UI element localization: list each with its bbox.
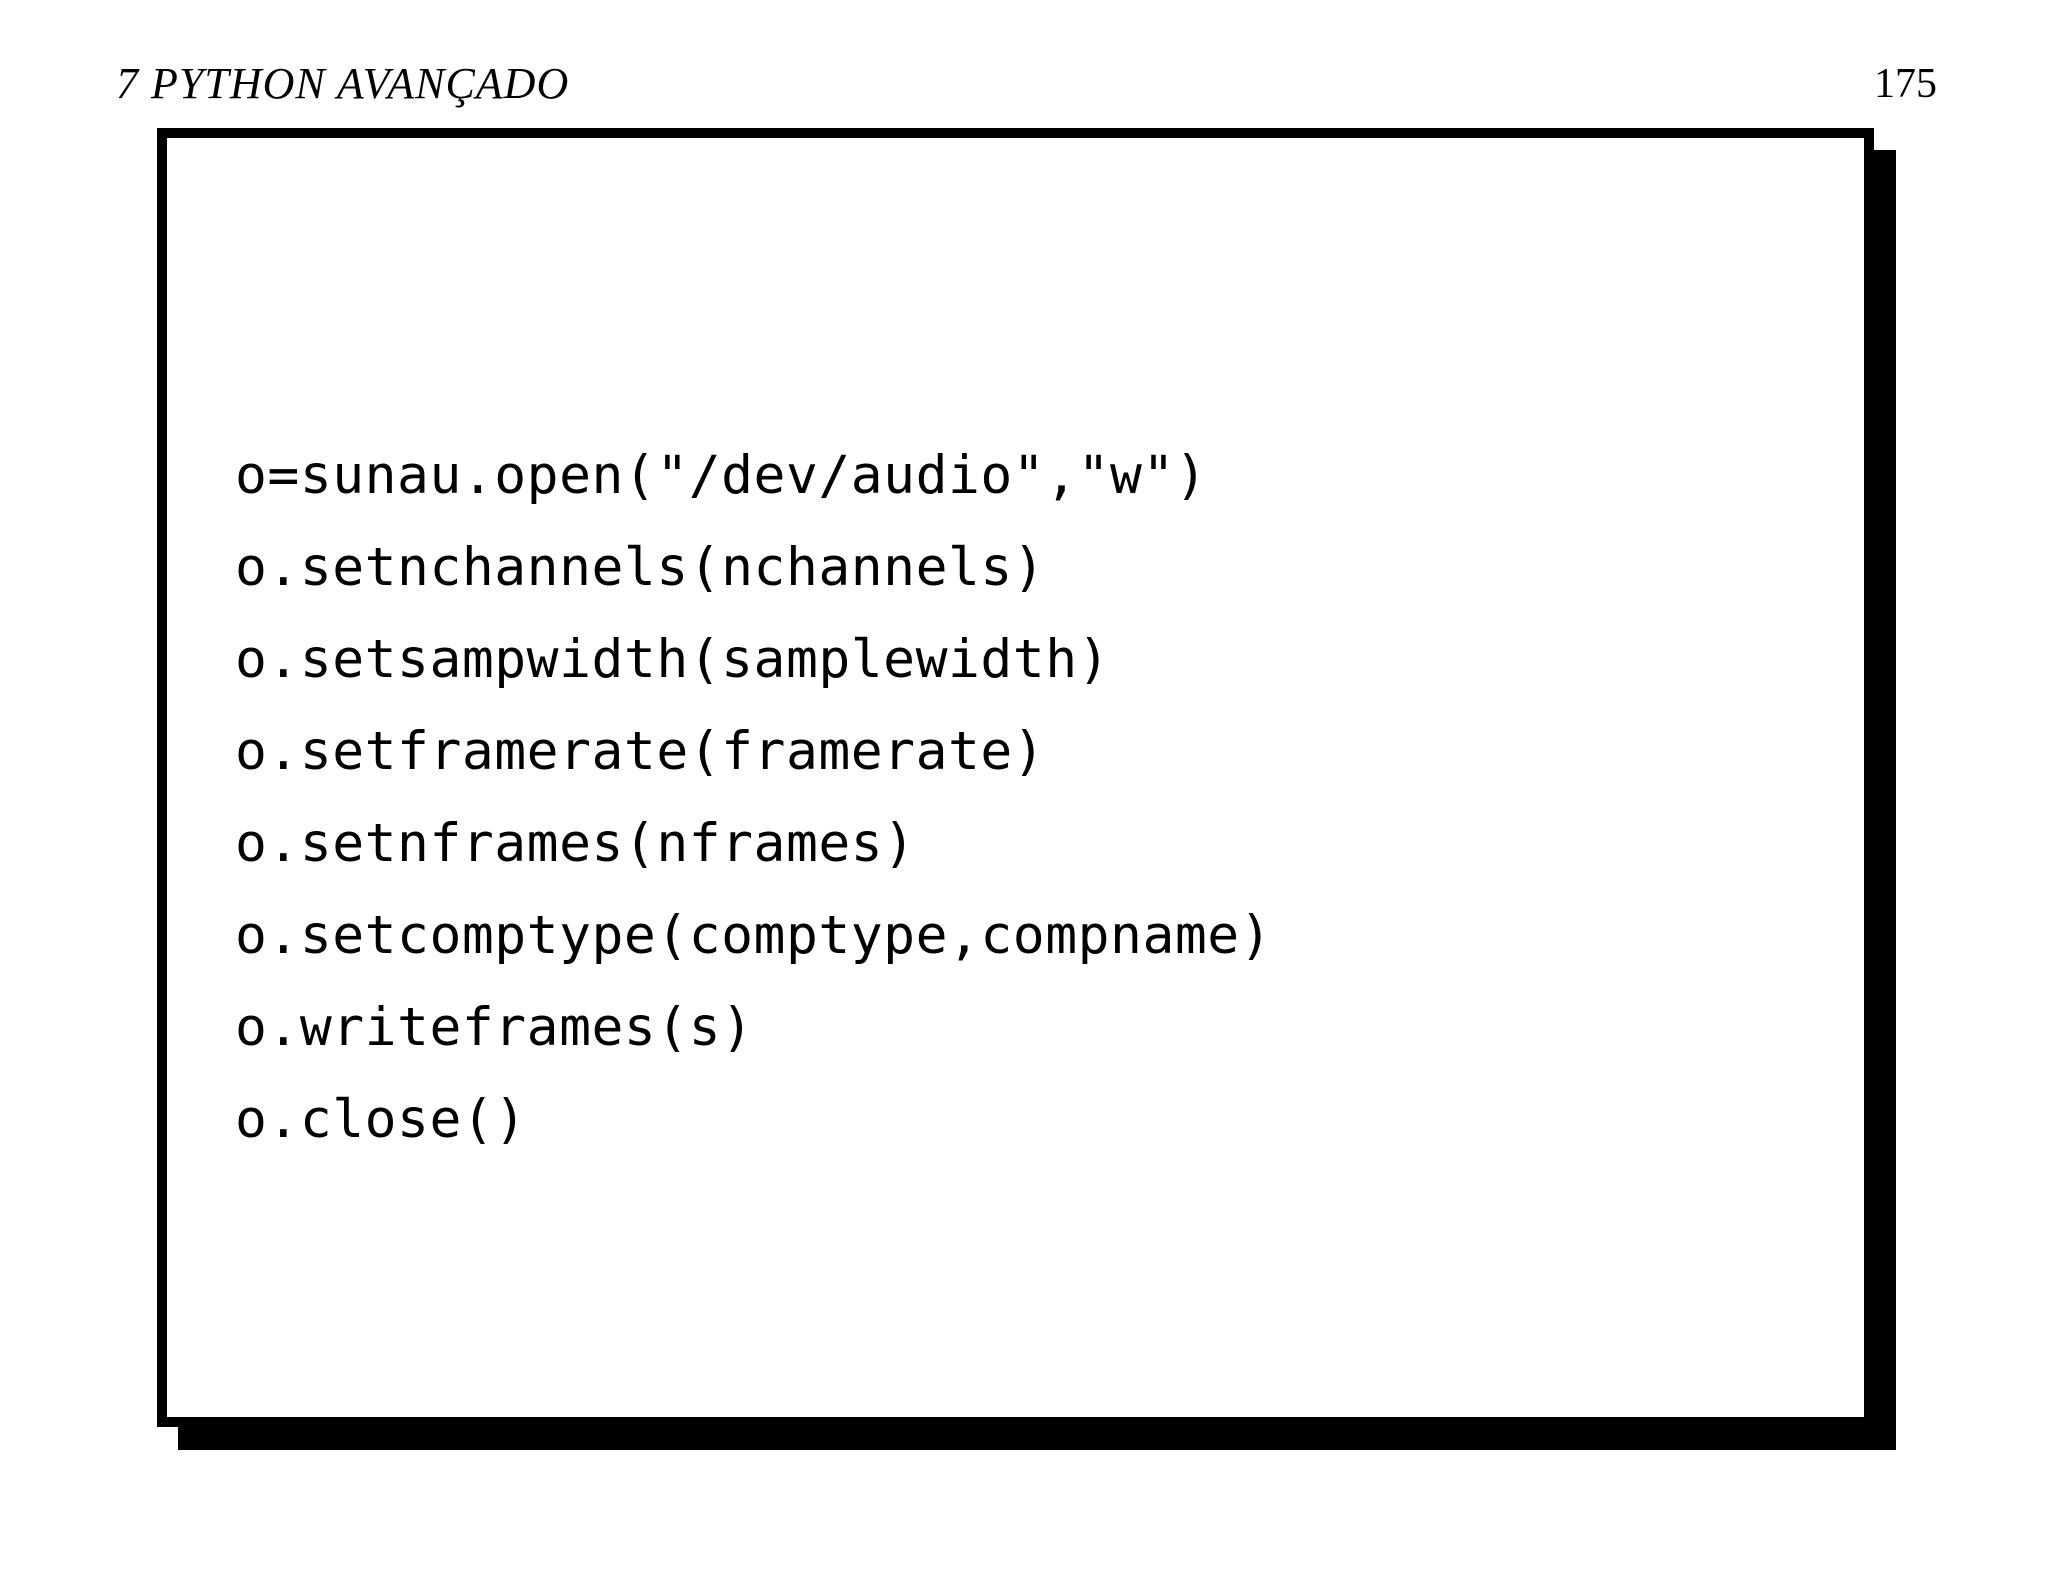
code-block: o=sunau.open("/dev/audio","w") o.setncha… (235, 430, 1272, 1166)
code-line: o.setnchannels(nchannels) (235, 537, 1046, 598)
code-line: o.setcomptype(comptype,compname) (235, 905, 1273, 966)
running-header: 7 PYTHON AVANÇADO 175 (0, 0, 2048, 130)
code-line: o.setframerate(framerate) (235, 721, 1046, 782)
code-line: o.setsampwidth(samplewidth) (235, 629, 1111, 690)
code-line: o.close() (235, 1089, 527, 1150)
code-line: o.writeframes(s) (235, 997, 754, 1058)
code-line: o.setnframes(nframes) (235, 813, 916, 874)
page-number: 175 (1874, 61, 1937, 107)
chapter-title: 7 PYTHON AVANÇADO (116, 59, 570, 108)
slide-frame: o=sunau.open("/dev/audio","w") o.setncha… (157, 128, 1874, 1427)
code-line: o=sunau.open("/dev/audio","w") (235, 445, 1208, 506)
